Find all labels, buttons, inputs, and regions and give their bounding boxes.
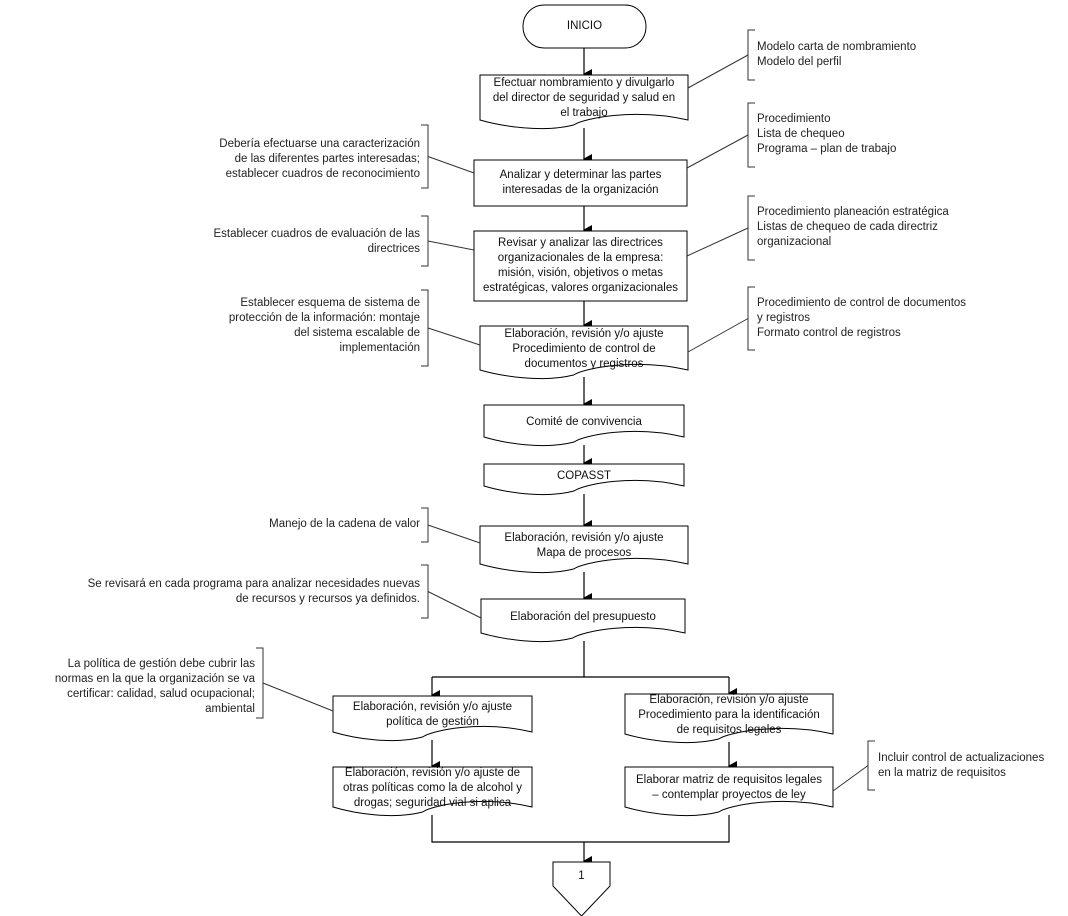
- offpage-connector: [552, 861, 611, 916]
- document-shape-s8: [480, 598, 686, 643]
- annotation-bracket-r4: [747, 286, 755, 351]
- annotation-bracket-a8: [421, 564, 429, 619]
- annotation-leader-r4: [687, 318, 749, 353]
- start-label: INICIO: [566, 20, 603, 32]
- annotation-bracket-a2: [421, 124, 429, 189]
- annotation-bracket-r2: [747, 102, 755, 168]
- annotation-r12: Incluir control de actualizaciones en la…: [878, 752, 1045, 779]
- annotation-bracket-r1: [747, 29, 755, 81]
- annotation-a3: Establecer cuadros de evaluación de las …: [213, 228, 421, 255]
- annotation-bracket-a7: [421, 507, 429, 543]
- step-label-s8: Elaboración del presupuesto: [510, 610, 656, 623]
- document-shape-s6: [483, 463, 685, 496]
- step-label-s9: Elaboración, revisión y/o ajuste polític…: [352, 701, 513, 728]
- document-shape-s12: [624, 766, 834, 817]
- document-shape-s7: [479, 525, 689, 574]
- annotation-bracket-a4: [421, 289, 429, 367]
- annotation-leader-a9: [262, 682, 334, 712]
- annotation-lines: [256, 29, 875, 792]
- merge-bar: [431, 815, 730, 843]
- step-label-s10: Elaboración, revisión y/o ajuste de otra…: [343, 766, 522, 809]
- annotation-leader-a4: [427, 327, 481, 346]
- start-terminator: [522, 4, 647, 49]
- annotation-leader-r1: [687, 54, 749, 89]
- annotation-r1: Modelo carta de nombramiento Modelo del …: [757, 41, 917, 68]
- step-label-s5: Comité de convivencia: [526, 415, 642, 428]
- annotation-leader-r2: [686, 134, 749, 169]
- step-label-s12: Elaborar matriz de requisitos legales – …: [635, 774, 822, 801]
- annotation-a7: Manejo de la cadena de valor: [269, 518, 420, 530]
- annotation-a9: La política de gestión debe cubrir las n…: [54, 658, 255, 715]
- step-label-s6: COPASST: [556, 469, 612, 482]
- annotation-leader-r3: [686, 227, 749, 257]
- annotation-leader-a2: [427, 156, 475, 174]
- annotation-a4: Establecer esquema de sistema de protecc…: [228, 297, 420, 354]
- annotation-a8: Se revisará en cada programa para analiz…: [87, 578, 420, 605]
- flow-shapes: [332, 4, 834, 916]
- annotation-bracket-r12: [867, 740, 875, 791]
- document-shape-s5: [483, 404, 685, 447]
- annotation-leader-r12: [832, 765, 869, 792]
- step-label-s4: Elaboración, revisión y/o ajuste Procedi…: [504, 327, 664, 370]
- document-shape-s11: [624, 693, 834, 744]
- annotation-leader-a3: [427, 240, 475, 251]
- document-shape-s1: [479, 74, 689, 130]
- annotation-leader-a8: [427, 591, 482, 619]
- flow-edges: [431, 48, 737, 866]
- annotation-a2: Debería efectuarse una caracterización d…: [219, 138, 420, 180]
- document-shape-s10: [332, 766, 533, 817]
- process-box-s2: [473, 159, 688, 207]
- annotation-r4: Procedimiento de control de documentos y…: [757, 297, 967, 339]
- annotation-bracket-a9: [256, 647, 264, 719]
- annotation-bracket-r3: [747, 195, 755, 261]
- annotation-r3: Procedimiento planeación estratégica Lis…: [757, 206, 949, 248]
- step-label-s7: Elaboración, revisión y/o ajuste Mapa de…: [504, 532, 664, 559]
- document-shape-s4: [479, 325, 689, 380]
- step-label-s1: Efectuar nombramiento y divulgarlo del d…: [492, 77, 676, 119]
- document-shape-s9: [332, 695, 533, 742]
- annotation-r2: Procedimiento Lista de chequeo Programa …: [757, 113, 897, 155]
- connector-label: 1: [578, 869, 585, 882]
- step-label-s11: Elaboración, revisión y/o ajuste Procedi…: [638, 693, 820, 736]
- process-box-s3: [473, 230, 688, 302]
- step-label-s2: Analizar y determinar las partes interes…: [499, 169, 662, 196]
- step-label-s3: Revisar y analizar las directrices organ…: [483, 237, 678, 294]
- annotation-leader-a7: [427, 524, 481, 544]
- annotation-bracket-a3: [421, 215, 429, 267]
